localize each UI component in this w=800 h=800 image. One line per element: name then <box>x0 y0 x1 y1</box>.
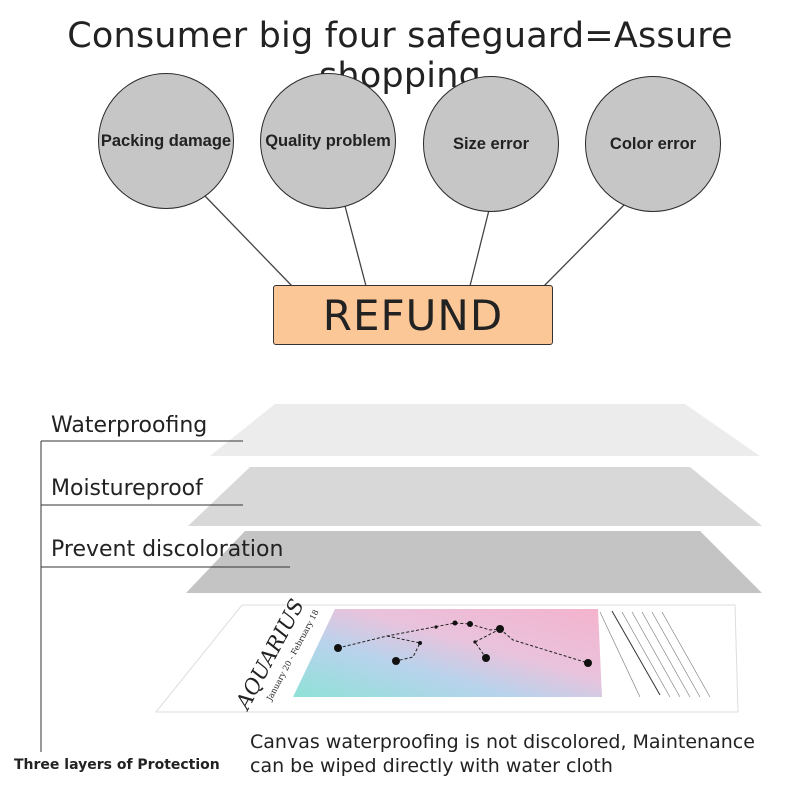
circle-label: Size error <box>452 134 530 153</box>
refund-box: REFUND <box>273 285 553 345</box>
quality-problem-circle: Quality problem <box>260 73 396 209</box>
layer-label-discoloration: Prevent discoloration <box>51 537 284 562</box>
page-title: Consumer big four safeguard=Assure shopp… <box>67 16 733 96</box>
circle-label: Packing damage <box>100 131 232 150</box>
color-error-circle: Color error <box>585 76 721 212</box>
maintenance-description: Canvas waterproofing is not discolored, … <box>250 731 755 777</box>
layer-moistureproof <box>188 467 762 526</box>
circle-label: Color error <box>609 134 697 153</box>
layer-waterproofing <box>210 404 760 456</box>
poster <box>154 604 739 713</box>
layer-label-moistureproof: Moistureproof <box>51 476 203 501</box>
circle-label: Quality problem <box>265 131 391 150</box>
layer-discoloration <box>186 531 762 593</box>
layer-label-waterproofing: Waterproofing <box>51 413 208 438</box>
three-layers-label: Three layers of Protection <box>14 757 220 773</box>
packing-damage-circle: Packing damage <box>98 73 234 209</box>
size-error-circle: Size error <box>423 76 559 212</box>
